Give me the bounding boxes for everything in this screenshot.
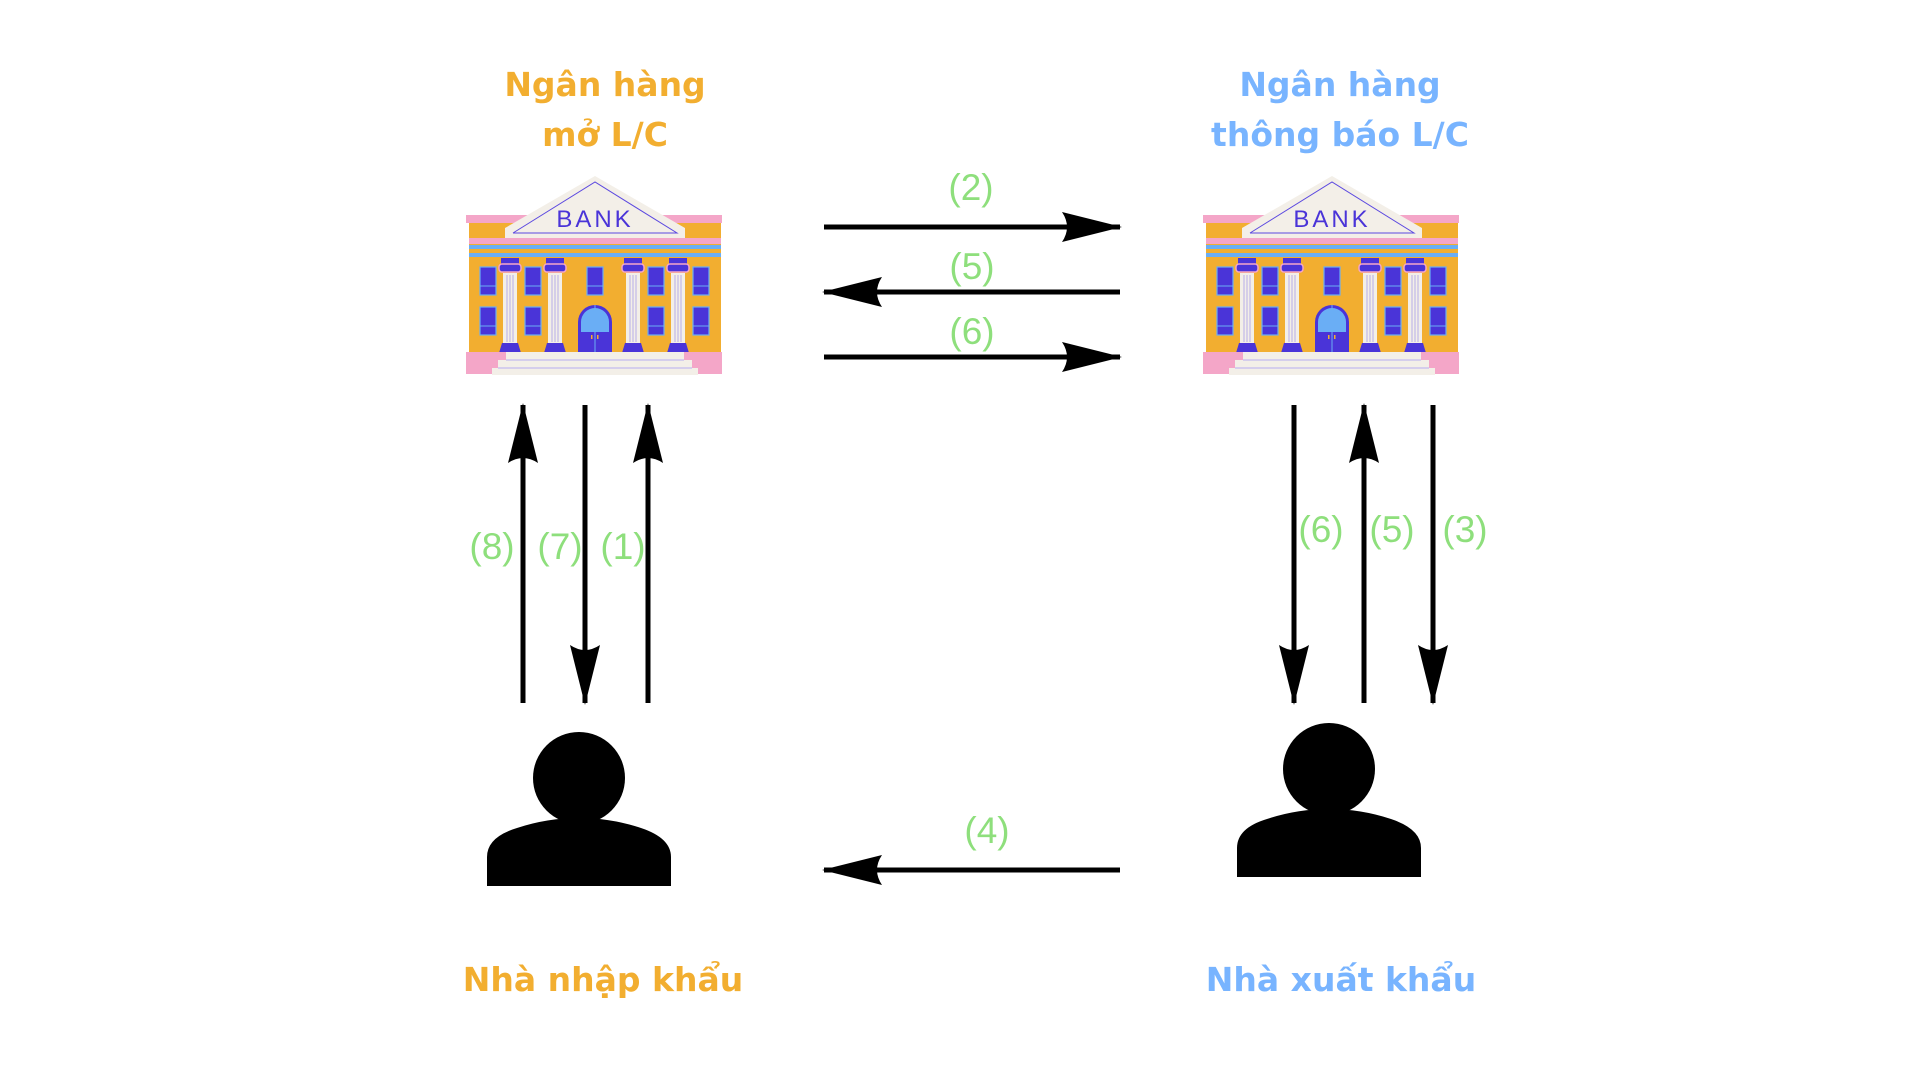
- advising-bank-title-line2: thông báo L/C: [1211, 115, 1469, 154]
- step-label-2: (2): [948, 167, 994, 208]
- advising-bank-title-line1: Ngân hàng: [1239, 65, 1441, 104]
- step-label-3: (3): [1442, 509, 1488, 550]
- issuing-bank-title: Ngân hàng mở L/C: [480, 60, 730, 160]
- importer-person-icon: [487, 732, 671, 886]
- step-label-4: (4): [964, 810, 1010, 851]
- bank-sign: BANK: [556, 206, 633, 233]
- exporter-person-icon: [1237, 723, 1421, 877]
- step-label-7: (7): [537, 526, 583, 567]
- bank-sign: BANK: [1293, 206, 1370, 233]
- issuing-bank-title-line2: mở L/C: [542, 115, 668, 154]
- step-label-8: (8): [469, 526, 515, 567]
- issuing-bank-icon: BANK: [466, 176, 722, 375]
- bank-building: BANK: [1203, 176, 1459, 375]
- step-label-1: (1): [600, 526, 646, 567]
- importer-label: Nhà nhập khẩu: [462, 960, 744, 999]
- step-label-6-exporter: (6): [1298, 509, 1344, 550]
- step-label-5-banks: (5): [949, 246, 995, 287]
- advising-bank-icon: BANK: [1203, 176, 1459, 375]
- bank-building: BANK: [466, 176, 722, 375]
- advising-bank-title: Ngân hàng thông báo L/C: [1190, 60, 1490, 160]
- step-label-5-exporter: (5): [1369, 509, 1415, 550]
- step-label-6-banks: (6): [949, 311, 995, 352]
- exporter-label: Nhà xuất khẩu: [1205, 960, 1477, 999]
- issuing-bank-title-line1: Ngân hàng: [504, 65, 706, 104]
